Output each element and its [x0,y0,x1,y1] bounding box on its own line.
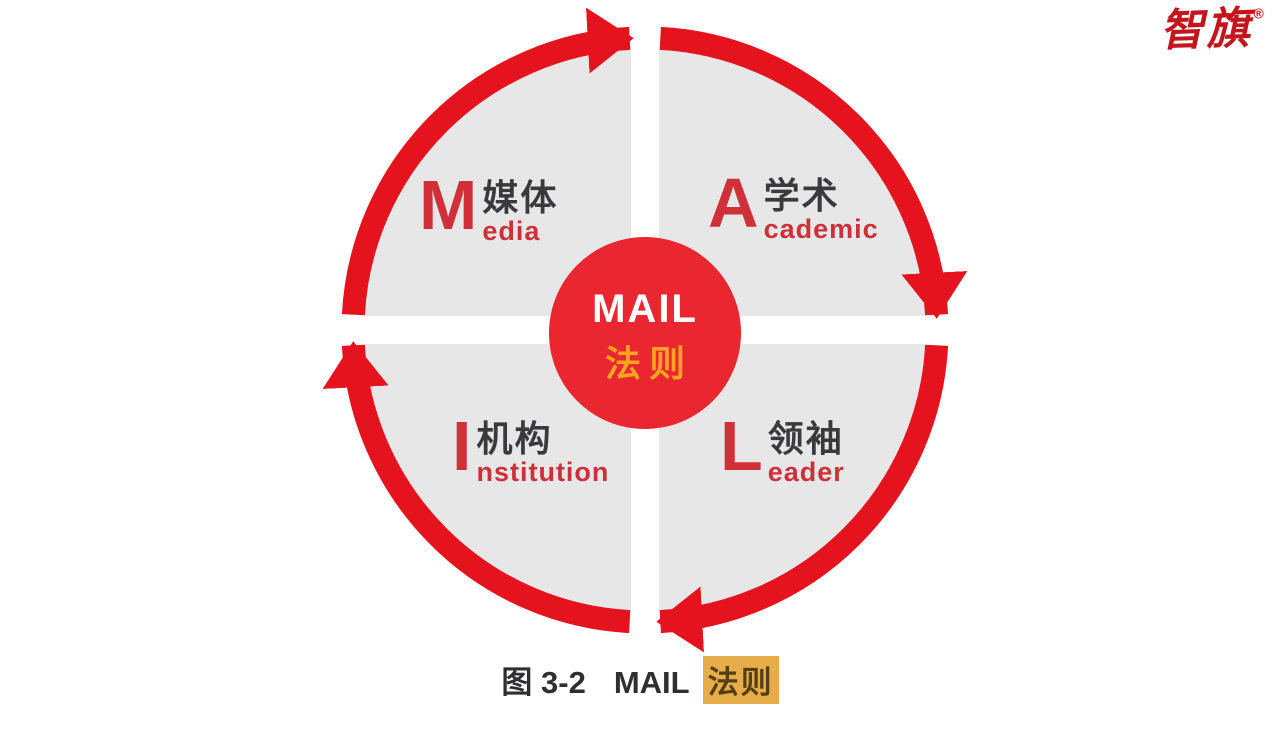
ring-arc-left-to-top [341,7,634,316]
quadrant-label-institution: I 机构 nstitution [452,407,610,487]
brand-logo-text: 智旗 [1158,3,1253,56]
figure-caption: 图 3-2 MAIL 法则 [0,656,1280,704]
center-subtitle: 法则 [605,343,693,384]
quadrant-letter-l: L [720,407,763,485]
quadrant-chinese-institution: 机构 [476,418,553,459]
quadrant-chinese-media: 媒体 [482,177,559,218]
caption-highlight: 法则 [702,656,779,704]
figure-number: 图 3-2 [501,665,586,700]
quadrant-english-academic: cademic [763,214,879,244]
quadrant-english-media: edia [482,216,541,246]
quadrant-letter-a: A [708,164,759,242]
quadrant-english-leader: eader [767,457,845,487]
ring-arc-bottom-to-left [322,341,631,634]
quadrant-letter-i: I [452,407,472,485]
center-title: MAIL [592,287,698,331]
center-circle [549,237,741,429]
quadrant-letter-m: M [419,166,478,244]
quadrant-label-academic: A 学术 cademic [708,164,879,244]
quadrant-label-media: M 媒体 edia [419,166,559,246]
caption-title: MAIL [613,665,690,700]
quadrant-label-leader: L 领袖 eader [720,407,845,487]
quadrant-chinese-leader: 领袖 [767,418,844,459]
ring-arc-top-to-right [659,26,968,319]
registered-trademark-icon: ® [1252,5,1266,22]
ring-arc-right-to-bottom [656,344,949,653]
quadrant-chinese-academic: 学术 [763,175,840,216]
brand-logo: 智旗® [1158,3,1266,56]
quadrant-english-institution: nstitution [476,457,610,487]
